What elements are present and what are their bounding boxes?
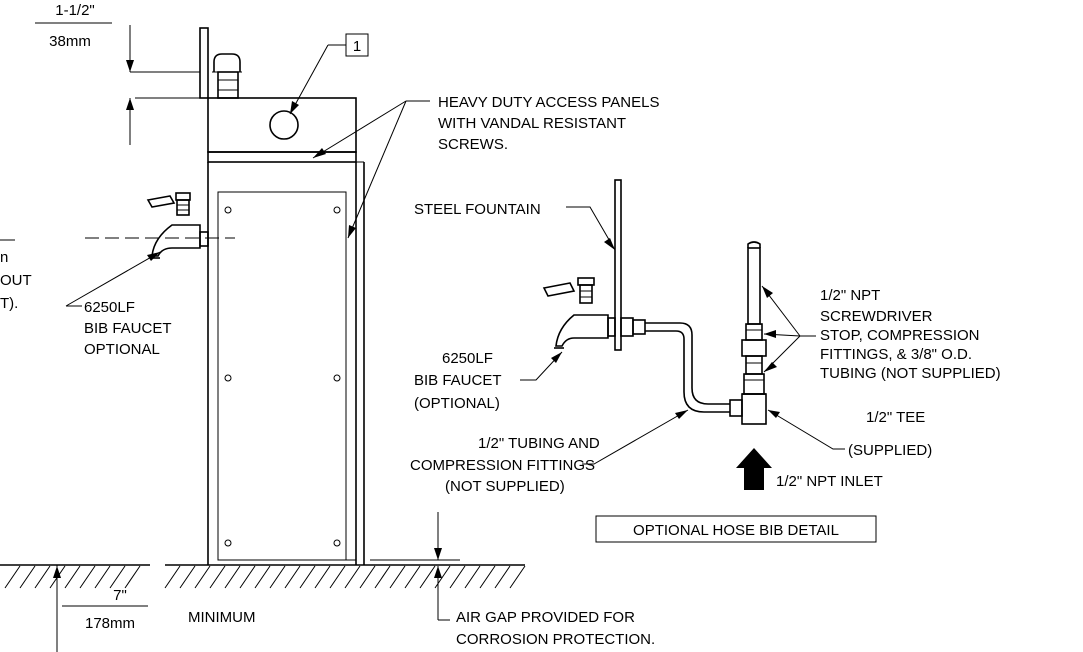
detail-faucet-label-line-2: BIB FAUCET xyxy=(414,372,502,389)
left-cut-1: n xyxy=(0,249,8,266)
bib-faucet-detail xyxy=(542,277,646,349)
left-labels: n OUT T). 6250LF BIB FAUCET OPTIONAL xyxy=(0,239,172,358)
air-gap-note-line-2: CORROSION PROTECTION. xyxy=(456,631,655,648)
dim-bottom-imperial: 7" xyxy=(113,587,127,604)
hose-bib-detail: STEEL FOUNTAIN xyxy=(410,179,1001,543)
inlet-arrow xyxy=(736,448,772,490)
panels-note: HEAVY DUTY ACCESS PANELS WITH VANDAL RES… xyxy=(312,94,659,239)
stop-label-line-4: FITTINGS, & 3/8" O.D. xyxy=(820,346,972,363)
stop-label-line-3: STOP, COMPRESSION xyxy=(820,327,980,344)
left-cut-3: T). xyxy=(0,295,18,312)
left-faucet-3: OPTIONAL xyxy=(84,341,160,358)
dim-bottom-note: MINIMUM xyxy=(188,609,256,626)
detail-faucet-label-line-3: (OPTIONAL) xyxy=(414,395,500,412)
air-gap-dimension: AIR GAP PROVIDED FOR CORROSION PROTECTIO… xyxy=(370,512,655,648)
tee-label-line-2: (SUPPLIED) xyxy=(848,442,932,459)
dim-top-imperial: 1-1/2" xyxy=(55,2,95,19)
stop-label-line-2: SCREWDRIVER xyxy=(820,308,933,325)
tee-fitting xyxy=(729,241,767,425)
steel-fountain-wall xyxy=(614,179,622,351)
detail-title: OPTIONAL HOSE BIB DETAIL xyxy=(633,522,839,539)
bib-faucet-main xyxy=(85,192,235,259)
tubing-label-line-2: COMPRESSION FITTINGS xyxy=(410,457,595,474)
dim-top-metric: 38mm xyxy=(49,33,91,50)
tee-label-line-1: 1/2" TEE xyxy=(866,409,925,426)
panels-note-line-2: WITH VANDAL RESISTANT xyxy=(438,115,626,132)
left-cut-2: OUT xyxy=(0,272,32,289)
air-gap-note-line-1: AIR GAP PROVIDED FOR xyxy=(456,609,635,626)
floor-hatching xyxy=(4,565,526,589)
bubbler xyxy=(212,53,242,99)
tubing-label-line-3: (NOT SUPPLIED) xyxy=(445,478,565,495)
inlet-label: 1/2" NPT INLET xyxy=(776,473,883,490)
bubbler-button xyxy=(269,110,299,140)
access-panel xyxy=(217,191,347,561)
detail-title-box xyxy=(595,515,877,543)
detail-faucet-label-line-1: 6250LF xyxy=(442,350,493,367)
callout-number: 1 xyxy=(353,38,361,55)
stop-label-line-5: TUBING (NOT SUPPLIED) xyxy=(820,365,1001,382)
bottom-dimension: 7" 178mm MINIMUM xyxy=(53,565,256,652)
panels-note-line-3: SCREWS. xyxy=(438,136,508,153)
left-faucet-2: BIB FAUCET xyxy=(84,320,172,337)
tubing-label-line-1: 1/2" TUBING AND xyxy=(478,435,600,452)
dim-bottom-metric: 178mm xyxy=(85,615,135,632)
callout-1: 1 xyxy=(289,33,369,115)
floor xyxy=(0,564,526,589)
top-dimension: 1-1/2" 38mm xyxy=(35,2,200,145)
steel-fountain-label: STEEL FOUNTAIN xyxy=(414,201,541,218)
stop-label-line-1: 1/2" NPT xyxy=(820,287,880,304)
left-faucet-1: 6250LF xyxy=(84,299,135,316)
tubing xyxy=(645,322,730,405)
fountain-cabinet xyxy=(199,27,365,565)
panels-note-line-1: HEAVY DUTY ACCESS PANELS xyxy=(438,94,659,111)
